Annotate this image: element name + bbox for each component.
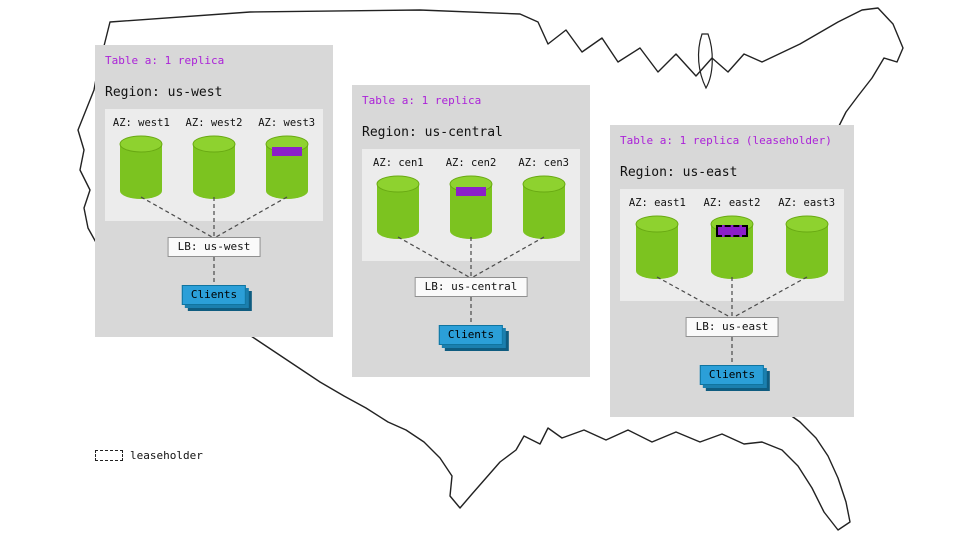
az-label: AZ: cen3: [518, 157, 569, 169]
replica-cylinder: [448, 175, 494, 241]
az-label: AZ: west2: [185, 117, 243, 129]
region-label: Region: us-east: [620, 165, 738, 180]
database-cylinder-icon: [449, 175, 493, 239]
database-cylinder-icon: [522, 175, 566, 239]
database-cylinder-icon: [635, 215, 679, 279]
az-column: AZ: cen2: [435, 149, 508, 261]
load-balancer-box: LB: us-east: [685, 317, 779, 337]
az-panel: AZ: west1 AZ: west2 AZ:: [105, 109, 323, 221]
az-column: AZ: east2: [695, 189, 770, 301]
az-column: AZ: west3: [250, 109, 323, 221]
az-column: AZ: cen1: [362, 149, 435, 261]
database-cylinder-icon: [192, 135, 236, 199]
region-label: Region: us-central: [362, 125, 503, 140]
region-card-us-east: Table a: 1 replica (leaseholder) Region:…: [610, 125, 854, 417]
legend-label: leaseholder: [130, 449, 203, 462]
clients-box: Clients: [699, 365, 765, 385]
az-label: AZ: cen1: [373, 157, 424, 169]
replica-cylinder: [634, 215, 680, 281]
table-replica-label: Table a: 1 replica: [362, 94, 482, 107]
replica-cylinder: [784, 215, 830, 281]
table-replica-label: Table a: 1 replica: [105, 54, 225, 67]
replica-cylinder: [375, 175, 421, 241]
table-replica-label: Table a: 1 replica (leaseholder): [620, 134, 832, 147]
load-balancer-box: LB: us-central: [414, 277, 528, 297]
az-column: AZ: cen3: [507, 149, 580, 261]
az-label: AZ: east1: [628, 197, 686, 209]
az-label: AZ: east3: [778, 197, 836, 209]
az-column: AZ: west2: [178, 109, 251, 221]
az-column: AZ: west1: [105, 109, 178, 221]
az-label: AZ: cen2: [445, 157, 497, 169]
clients-box: Clients: [438, 325, 504, 345]
az-panel: AZ: east1 AZ: east2: [620, 189, 844, 301]
database-cylinder-icon: [265, 135, 309, 199]
az-label: AZ: east2: [703, 197, 761, 209]
replica-cylinder: [118, 135, 164, 201]
replica-cylinder: [521, 175, 567, 241]
region-card-us-central: Table a: 1 replica Region: us-central AZ…: [352, 85, 590, 377]
leaseholder-band: [716, 225, 748, 237]
replica-band: [456, 187, 486, 196]
database-cylinder-icon: [785, 215, 829, 279]
replica-cylinder: [264, 135, 310, 201]
clients-box: Clients: [181, 285, 247, 305]
database-cylinder-icon: [119, 135, 163, 199]
replica-band: [271, 147, 302, 156]
leaseholder-swatch-icon: [95, 450, 123, 461]
legend: leaseholder: [95, 449, 203, 462]
az-panel: AZ: cen1 AZ: cen2: [362, 149, 580, 261]
replica-cylinder: [709, 215, 755, 281]
az-label: AZ: west3: [258, 117, 316, 129]
az-column: AZ: east1: [620, 189, 695, 301]
az-label: AZ: west1: [112, 117, 170, 129]
database-cylinder-icon: [376, 175, 420, 239]
region-label: Region: us-west: [105, 85, 223, 100]
az-column: AZ: east3: [769, 189, 844, 301]
region-card-us-west: Table a: 1 replica Region: us-west AZ: w…: [95, 45, 333, 337]
load-balancer-box: LB: us-west: [167, 237, 261, 257]
replica-cylinder: [191, 135, 237, 201]
